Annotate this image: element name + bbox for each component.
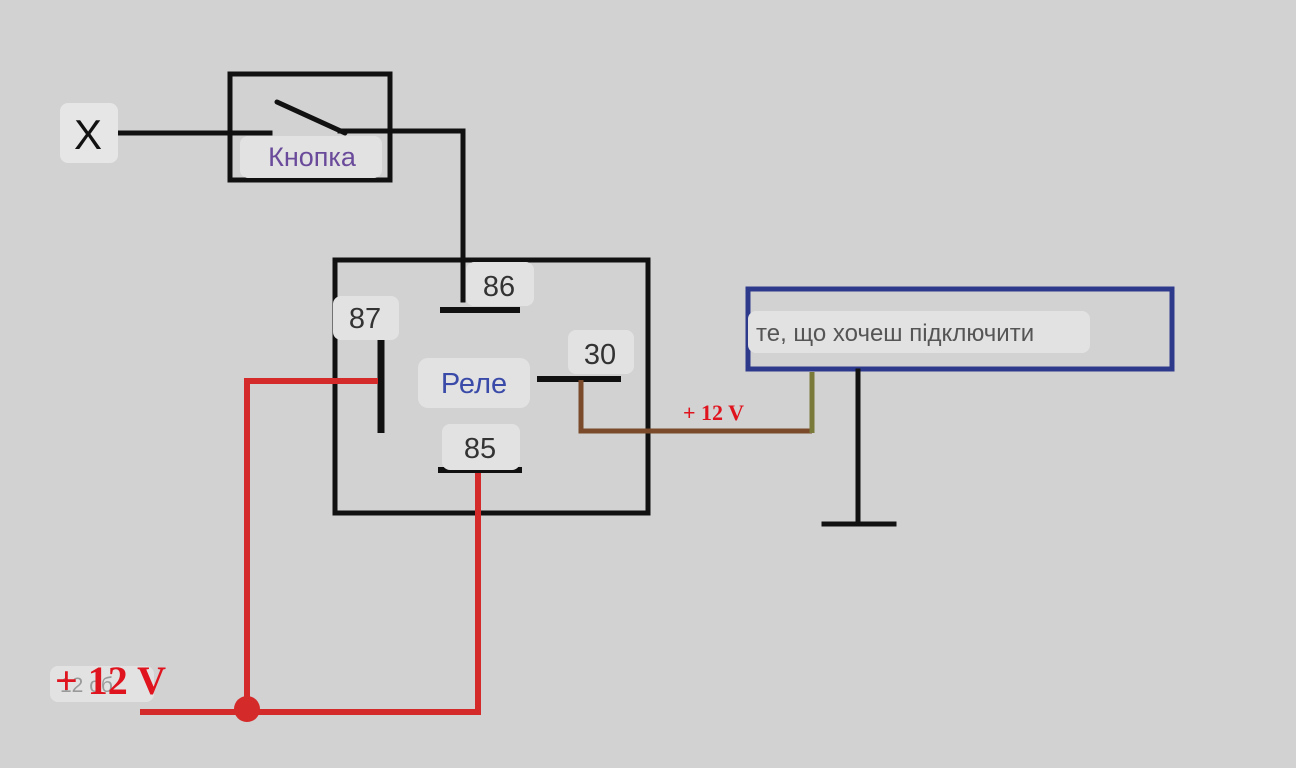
label-load: те, що хочеш підключити	[756, 320, 1034, 347]
label-bg-relay	[418, 358, 530, 408]
red-wiring	[140, 378, 481, 715]
label-bg-watermark	[50, 666, 154, 702]
label-bg-x	[60, 103, 118, 163]
label-x-terminal: X	[74, 111, 102, 158]
ground-symbol	[821, 368, 897, 527]
label-relay: Реле	[441, 368, 507, 400]
label-bg-load	[748, 311, 1090, 353]
button-box	[227, 71, 393, 183]
wire-supply-to-85	[140, 473, 481, 715]
label-pin-85: 85	[464, 433, 496, 465]
label-supply-load: + 12 V	[683, 400, 744, 425]
black-wiring	[117, 128, 466, 303]
label-supply-main: + 12 V	[55, 658, 166, 703]
relay-box	[332, 257, 651, 516]
wire-supply-to-87	[244, 378, 378, 710]
label-pin-86: 86	[483, 271, 515, 303]
label-pin-87: 87	[349, 303, 381, 335]
switch-blade	[274, 99, 348, 136]
wire-button-to-86	[337, 128, 466, 303]
label-bg-86	[466, 262, 534, 306]
label-button: Кнопка	[268, 142, 357, 172]
label-bg-button	[240, 136, 382, 178]
label-bg-30	[568, 330, 634, 374]
label-pin-30: 30	[584, 339, 616, 371]
label-bg-85	[442, 424, 520, 470]
label-watermark: 12 об	[60, 674, 113, 697]
junction-dot	[234, 696, 260, 722]
label-bg-87	[333, 296, 399, 340]
wire-30-to-load	[578, 380, 812, 434]
